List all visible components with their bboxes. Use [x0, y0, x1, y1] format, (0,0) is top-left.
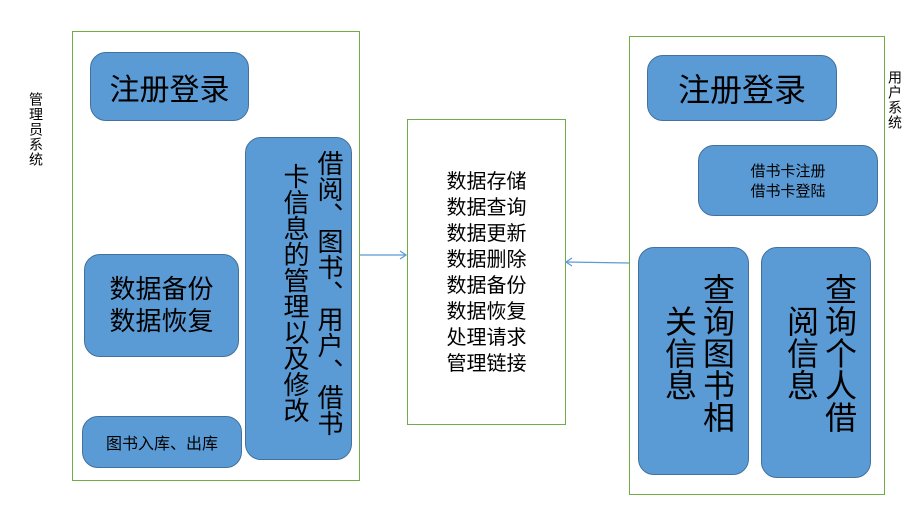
- user-to-server-arrow: [565, 261, 630, 264]
- user-query-book-node: 查询图书相关信息: [638, 247, 749, 475]
- admin-backup-restore-node: 数据备份 数据恢复: [84, 254, 239, 357]
- user-card-functions-node: 借书卡注册 借书卡登陆: [698, 145, 878, 216]
- admin-manage-info-label: 借阅、图书、用户、借书卡信息的管理以及修改: [279, 150, 343, 436]
- admin-manage-info-node: 借阅、图书、用户、借书卡信息的管理以及修改: [245, 137, 352, 460]
- admin-backup-label: 数据备份: [109, 274, 214, 305]
- user-system-label: 用户系统: [886, 70, 902, 130]
- admin-stock-in-out-node: 图书入库、出库: [82, 416, 242, 468]
- admin-to-server-arrowhead: [399, 250, 408, 260]
- user-register-login-label: 注册登录: [677, 71, 806, 109]
- admin-stock-in-out-label: 图书入库、出库: [105, 434, 218, 453]
- user-register-login-node: 注册登录: [647, 55, 837, 121]
- server-function: 数据备份: [446, 273, 527, 297]
- server-function: 管理链接: [446, 351, 527, 375]
- admin-register-login-node: 注册登录: [90, 52, 249, 121]
- admin-system-label: 管理员系统: [27, 92, 43, 167]
- user-query-book-label: 查询图书相关信息: [660, 273, 736, 433]
- admin-restore-label: 数据恢复: [109, 306, 214, 337]
- server-function: 数据删除: [446, 247, 527, 271]
- server-function: 数据更新: [446, 221, 527, 245]
- server-functions-list: 数据存储 数据查询 数据更新 数据删除 数据备份 数据恢复 处理请求 管理链接: [408, 120, 565, 424]
- server-function: 数据查询: [446, 195, 527, 219]
- user-query-borrow-label: 查询个人借阅信息: [782, 273, 858, 433]
- card-login-label: 借书卡登陆: [750, 181, 826, 200]
- user-query-borrow-node: 查询个人借阅信息: [761, 247, 871, 478]
- card-register-label: 借书卡注册: [750, 161, 826, 180]
- user-to-server-arrowhead: [564, 257, 573, 267]
- server-function: 数据恢复: [446, 299, 527, 323]
- server-functions-box: 数据存储 数据查询 数据更新 数据删除 数据备份 数据恢复 处理请求 管理链接: [407, 119, 566, 425]
- admin-register-login-label: 注册登录: [109, 72, 230, 108]
- server-function: 数据存储: [446, 169, 527, 193]
- server-function: 处理请求: [446, 325, 527, 349]
